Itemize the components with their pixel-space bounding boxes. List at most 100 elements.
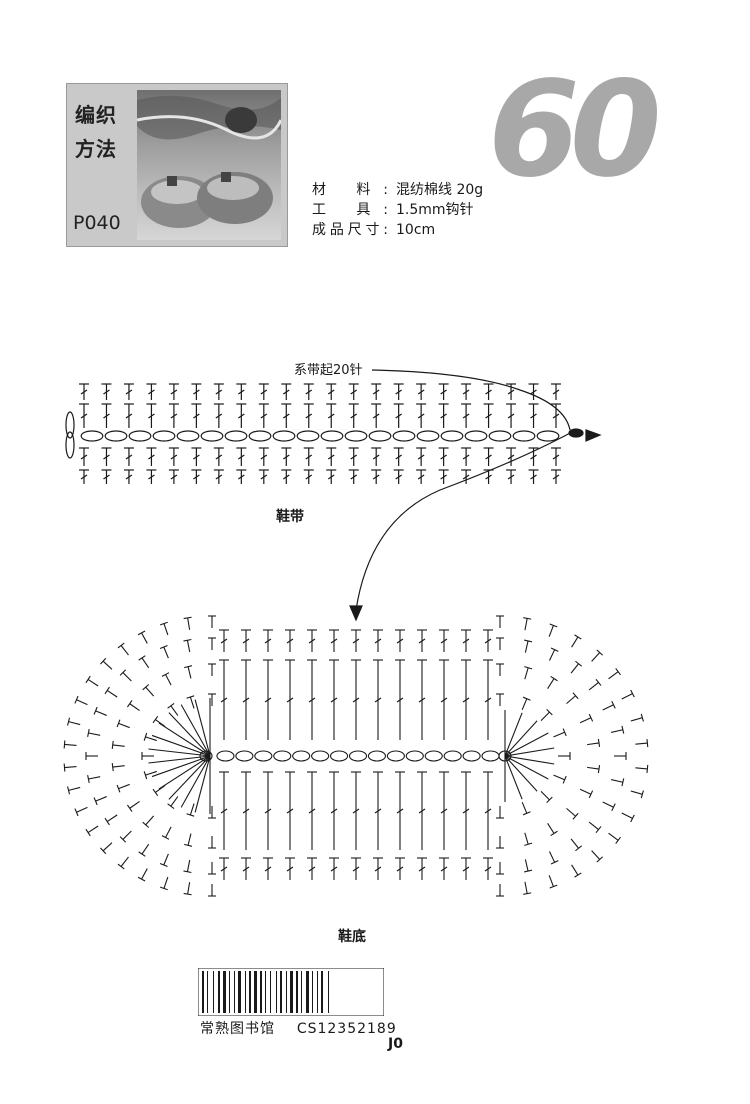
double-crochet-column <box>373 659 383 740</box>
double-crochet-symbol <box>285 629 295 652</box>
round-stitch-symbol <box>611 725 625 734</box>
barcode-bar <box>286 971 287 1013</box>
round-stitch-symbol <box>74 695 88 706</box>
round-stitch-symbol <box>183 882 192 896</box>
pattern-code: P040 <box>73 212 121 234</box>
double-crochet-symbol <box>483 447 494 466</box>
double-crochet-symbol <box>438 447 449 466</box>
round-stitch-symbol <box>111 763 125 772</box>
barcode-bar <box>296 971 298 1013</box>
spec-material: 材 料: 混纺棉线 20g <box>312 180 483 200</box>
fan-stitch-line <box>504 732 549 757</box>
round-stitch-symbol <box>99 842 113 855</box>
chain-stitch-symbol <box>488 430 512 442</box>
fan-stitch-line <box>168 712 211 757</box>
barcode-bar <box>321 971 323 1013</box>
fan-stitch-line <box>194 755 211 813</box>
double-crochet-symbol <box>416 469 427 484</box>
strap-to-sole-arrow <box>355 431 573 611</box>
round-stitch-symbol <box>547 675 558 689</box>
barcode-bar <box>213 971 214 1013</box>
double-crochet-symbol <box>416 447 427 466</box>
double-crochet-symbol <box>506 469 517 484</box>
chain-stitch-symbol <box>440 430 464 442</box>
chain-stitch-symbol <box>296 430 320 442</box>
barcode-bar <box>207 971 208 1013</box>
round-stitch-symbol <box>138 843 150 857</box>
round-stitch-symbol <box>614 752 627 760</box>
chain-stitch-symbol <box>320 430 344 442</box>
double-crochet-symbol <box>303 403 314 428</box>
round-stitch-symbol <box>137 630 148 644</box>
spec-label: 工 具: <box>312 202 388 218</box>
double-crochet-symbol <box>191 469 202 484</box>
round-stitch-symbol <box>208 615 216 628</box>
round-stitch-symbol <box>602 700 616 711</box>
double-crochet-symbol <box>101 469 112 484</box>
double-crochet-symbol <box>146 403 157 428</box>
round-stitch-symbol <box>93 796 107 806</box>
chain-stitch-symbol <box>152 430 176 442</box>
round-stitch-symbol <box>630 790 644 799</box>
spec-value: 10cm <box>396 222 436 238</box>
chain-stitch-symbol <box>216 750 235 762</box>
round-stitch-symbol <box>183 638 192 653</box>
double-crochet-column <box>439 659 449 740</box>
double-crochet-symbol <box>506 447 517 466</box>
barcode <box>197 967 385 1020</box>
double-crochet-symbol <box>416 403 427 428</box>
double-crochet-symbol <box>483 403 494 428</box>
fan-stitch-line <box>180 704 211 757</box>
double-crochet-symbol <box>258 383 269 400</box>
double-crochet-symbol <box>123 403 134 428</box>
double-crochet-column <box>351 659 361 740</box>
double-crochet-symbol <box>417 857 427 880</box>
chain-stitch-symbol <box>292 750 311 762</box>
fan-stitch-line <box>151 734 211 757</box>
double-crochet-symbol <box>461 857 471 880</box>
double-crochet-symbol <box>258 469 269 484</box>
round-stitch-symbol <box>93 706 107 716</box>
double-crochet-column <box>439 771 449 850</box>
double-crochet-symbol <box>191 403 202 428</box>
double-crochet-symbol <box>101 447 112 466</box>
double-crochet-symbol <box>395 857 405 880</box>
chain-stitch-symbol <box>248 430 272 442</box>
sole-caption: 鞋底 <box>338 929 366 945</box>
round-stitch-symbol <box>183 859 192 874</box>
double-crochet-symbol <box>168 383 179 400</box>
double-crochet-symbol <box>551 469 561 484</box>
chain-stitch-symbol <box>329 750 349 762</box>
double-crochet-symbol <box>373 629 383 652</box>
double-crochet-symbol <box>528 469 539 484</box>
double-crochet-symbol <box>191 447 202 466</box>
barcode-bar <box>245 971 246 1013</box>
barcode-bar <box>229 971 230 1013</box>
round-stitch-symbol <box>126 800 140 812</box>
round-stitch-symbol <box>63 740 77 749</box>
round-stitch-symbol <box>142 815 155 828</box>
round-stitch-symbol <box>184 665 193 679</box>
barcode-bar <box>234 971 235 1013</box>
chain-stitch-symbol <box>311 750 330 762</box>
annotation-leader-line <box>371 369 571 431</box>
fan-stitch-line <box>194 699 211 757</box>
round-stitch-symbol <box>152 715 166 728</box>
round-stitch-symbol <box>496 615 504 628</box>
chain-stitch-symbol <box>272 430 296 442</box>
chain-stitch-symbol <box>348 750 368 762</box>
chain-stitch-symbol <box>273 750 292 762</box>
round-stitch-symbol <box>553 774 567 784</box>
double-crochet-symbol <box>438 403 449 428</box>
double-crochet-symbol <box>79 383 89 400</box>
round-stitch-symbol <box>138 655 150 669</box>
chain-stitch-symbol <box>368 430 392 442</box>
double-crochet-symbol <box>307 629 317 652</box>
barcode-id: CS12352189 <box>296 1021 397 1037</box>
chain-stitch-symbol <box>386 750 405 762</box>
round-stitch-symbol <box>159 853 169 868</box>
round-stitch-symbol <box>548 623 558 637</box>
double-crochet-symbol <box>281 403 292 428</box>
double-crochet-symbol <box>146 383 157 400</box>
